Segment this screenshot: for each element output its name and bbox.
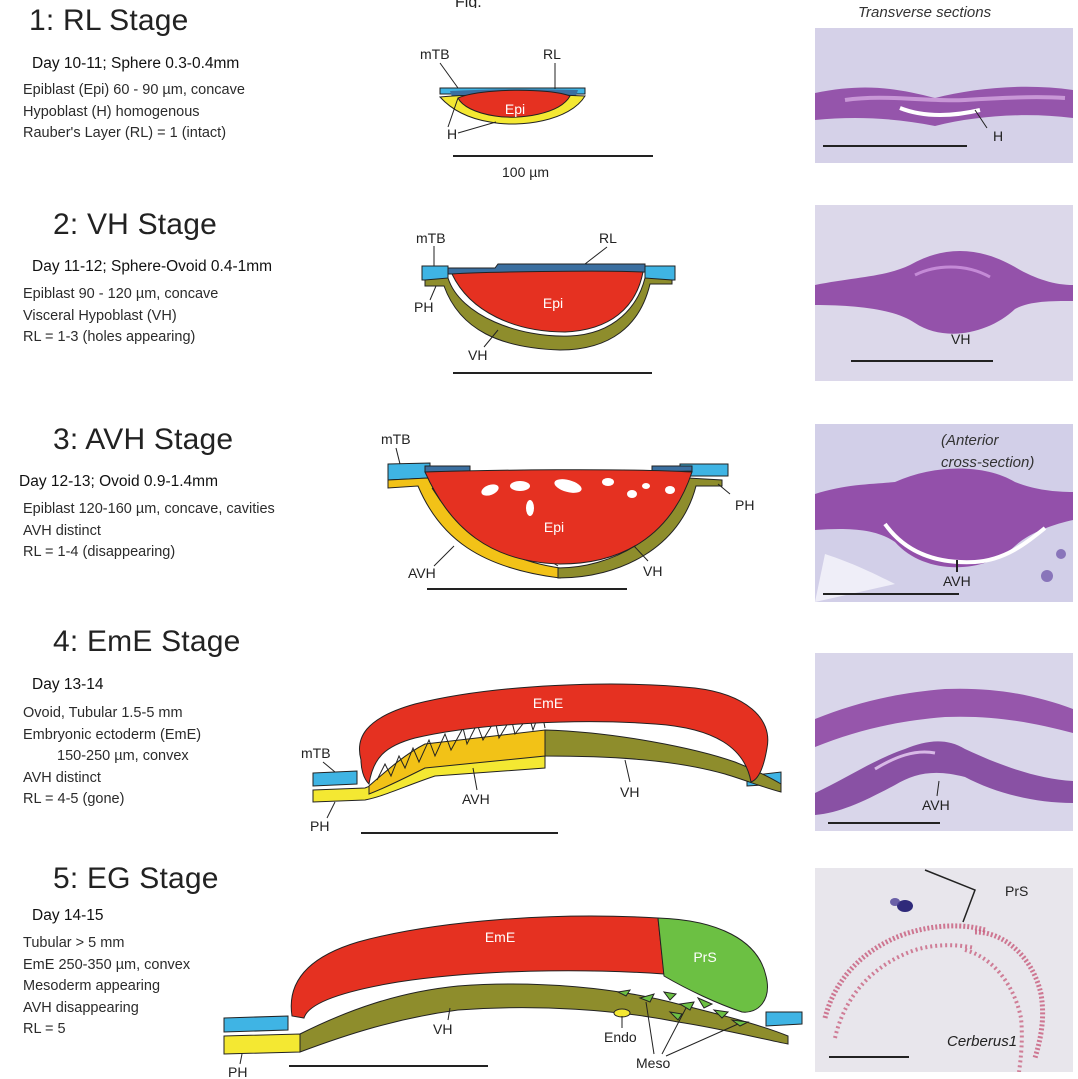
stage-2-epi-label: Epi (543, 295, 563, 311)
stage-5-line-4: AVH disappearing (23, 998, 190, 1020)
stage-3-trophoblast-left (388, 463, 430, 480)
stage-2-day: Day 11-12; Sphere-Ovoid 0.4-1mm (32, 258, 272, 276)
stage-5-line-1: Tubular > 5 mm (23, 933, 190, 955)
stage-1-mtb-label: mTB (420, 46, 450, 62)
stage-3-line-1: Epiblast 120-160 µm, concave, cavities (23, 499, 275, 521)
stage-5-eme-label: EmE (485, 929, 515, 945)
stage-2-diagram: Epi mTB RL PH VH (400, 226, 700, 386)
stage-2-description: Epiblast 90 - 120 µm, concave Visceral H… (23, 284, 218, 349)
stage-1-h-label: H (447, 126, 457, 142)
stage-5-line-2: EmE 250-350 µm, convex (23, 955, 190, 977)
stage-3-line-3: RL = 1-4 (disappearing) (23, 542, 275, 564)
stage-4-ph-label: PH (310, 818, 329, 834)
stage-5-vh-label: VH (433, 1021, 452, 1037)
stage-3-ph-label: PH (735, 497, 754, 513)
stage-5-trophoblast-left (224, 1016, 288, 1032)
stage-3-micro-caption: (Anterior cross-section) (941, 430, 1034, 474)
stage-1-epi-label: Epi (505, 101, 525, 117)
stage-2-line-3: RL = 1-3 (holes appearing) (23, 327, 218, 349)
stage-5-ph (224, 1034, 300, 1054)
stage-3-caption-line-2: cross-section) (941, 452, 1034, 474)
stage-5-meso-label: Meso (636, 1055, 670, 1071)
stage-1-description: Epiblast (Epi) 60 - 90 µm, concave Hypob… (23, 80, 245, 145)
stage-4-line-1: Ovoid, Tubular 1.5-5 mm (23, 703, 201, 725)
stage-4-eme-label: EmE (533, 695, 563, 711)
stage-1-day: Day 10-11; Sphere 0.3-0.4mm (32, 55, 239, 73)
stage-1-scale-label: 100 µm (502, 164, 549, 180)
stage-4-day: Day 13-14 (32, 676, 104, 694)
stage-3-description: Epiblast 120-160 µm, concave, cavities A… (23, 499, 275, 564)
stage-1-micro-h-label: H (993, 128, 1003, 144)
stage-3-day: Day 12-13; Ovoid 0.9-1.4mm (19, 473, 218, 491)
stage-5-ph-label: PH (228, 1064, 247, 1079)
stage-2-title: 2: VH Stage (53, 208, 217, 242)
stage-4-line-3: 150-250 µm, convex (23, 746, 201, 768)
stage-1-title: 1: RL Stage (29, 4, 189, 38)
micrograph-column-header: Transverse sections (858, 4, 991, 21)
stage-3-mtb-label: mTB (381, 431, 411, 447)
stage-5-micro-prs-label: PrS (1005, 883, 1028, 899)
stage-5-line-5: RL = 5 (23, 1019, 190, 1041)
stage-5-description: Tubular > 5 mm EmE 250-350 µm, convex Me… (23, 933, 190, 1041)
stage-2-line-1: Epiblast 90 - 120 µm, concave (23, 284, 218, 306)
stage-1-diagram: Epi mTB RL H 100 µm (400, 36, 700, 186)
stage-5-endo-label: Endo (604, 1029, 637, 1045)
stage-4-mtb-label: mTB (301, 745, 331, 761)
stage-2-micrograph: VH (815, 205, 1073, 381)
stage-2-ph-label: PH (414, 299, 433, 315)
stage-5-micro-gene-label: Cerberus1 (947, 1033, 1017, 1050)
stage-4-line-4: AVH distinct (23, 768, 201, 790)
stage-2-rl-label: RL (599, 230, 617, 246)
stage-5-trophoblast-right (766, 1012, 802, 1026)
stage-1-micrograph: H (815, 28, 1073, 163)
stage-3-epi-label: Epi (544, 519, 564, 535)
stage-4-avh-label: AVH (462, 791, 490, 807)
stage-2-micro-vh-label: VH (951, 331, 970, 347)
stage-4-micrograph: AVH (815, 653, 1073, 831)
stage-2-mtb-label: mTB (416, 230, 446, 246)
stage-4-trophoblast-left (313, 771, 357, 786)
stage-3-vh-label: VH (643, 563, 662, 579)
stage-5-micrograph: PrS Cerberus1 (815, 868, 1073, 1072)
stage-5-prs-label: PrS (693, 949, 716, 965)
stage-4-line-2: Embryonic ectoderm (EmE) (23, 725, 201, 747)
figure-header-fragment: Fig. (455, 0, 495, 8)
stage-5-prs (658, 918, 767, 1012)
stage-3-avh-label: AVH (408, 565, 436, 581)
stage-4-description: Ovoid, Tubular 1.5-5 mm Embryonic ectode… (23, 703, 201, 811)
stage-4-line-5: RL = 4-5 (gone) (23, 789, 201, 811)
stage-1-line-2: Hypoblast (H) homogenous (23, 102, 245, 124)
stage-5-title: 5: EG Stage (53, 862, 219, 896)
stage-4-diagram: EmE mTB PH AVH VH (295, 668, 795, 848)
stage-4-title: 4: EmE Stage (53, 625, 241, 659)
stage-2-vh-label: VH (468, 347, 487, 363)
stage-3-caption-line-1: (Anterior (941, 430, 1034, 452)
stage-5-line-3: Mesoderm appearing (23, 976, 190, 998)
stage-5-day: Day 14-15 (32, 907, 104, 925)
stage-5-diagram: EmE PrS PH VH Endo Meso (218, 900, 808, 1079)
stage-2-line-2: Visceral Hypoblast (VH) (23, 306, 218, 328)
stage-1-line-3: Rauber's Layer (RL) = 1 (intact) (23, 123, 245, 145)
stage-4-vh-label: VH (620, 784, 639, 800)
stage-1-rl-label: RL (543, 46, 561, 62)
stage-3-title: 3: AVH Stage (53, 423, 233, 457)
stage-3-micro-avh-label: AVH (943, 573, 971, 589)
stage-4-micro-avh-label: AVH (922, 797, 950, 813)
stage-3-diagram: Epi mTB PH AVH VH (370, 428, 770, 598)
stage-3-line-2: AVH distinct (23, 521, 275, 543)
stage-1-line-1: Epiblast (Epi) 60 - 90 µm, concave (23, 80, 245, 102)
